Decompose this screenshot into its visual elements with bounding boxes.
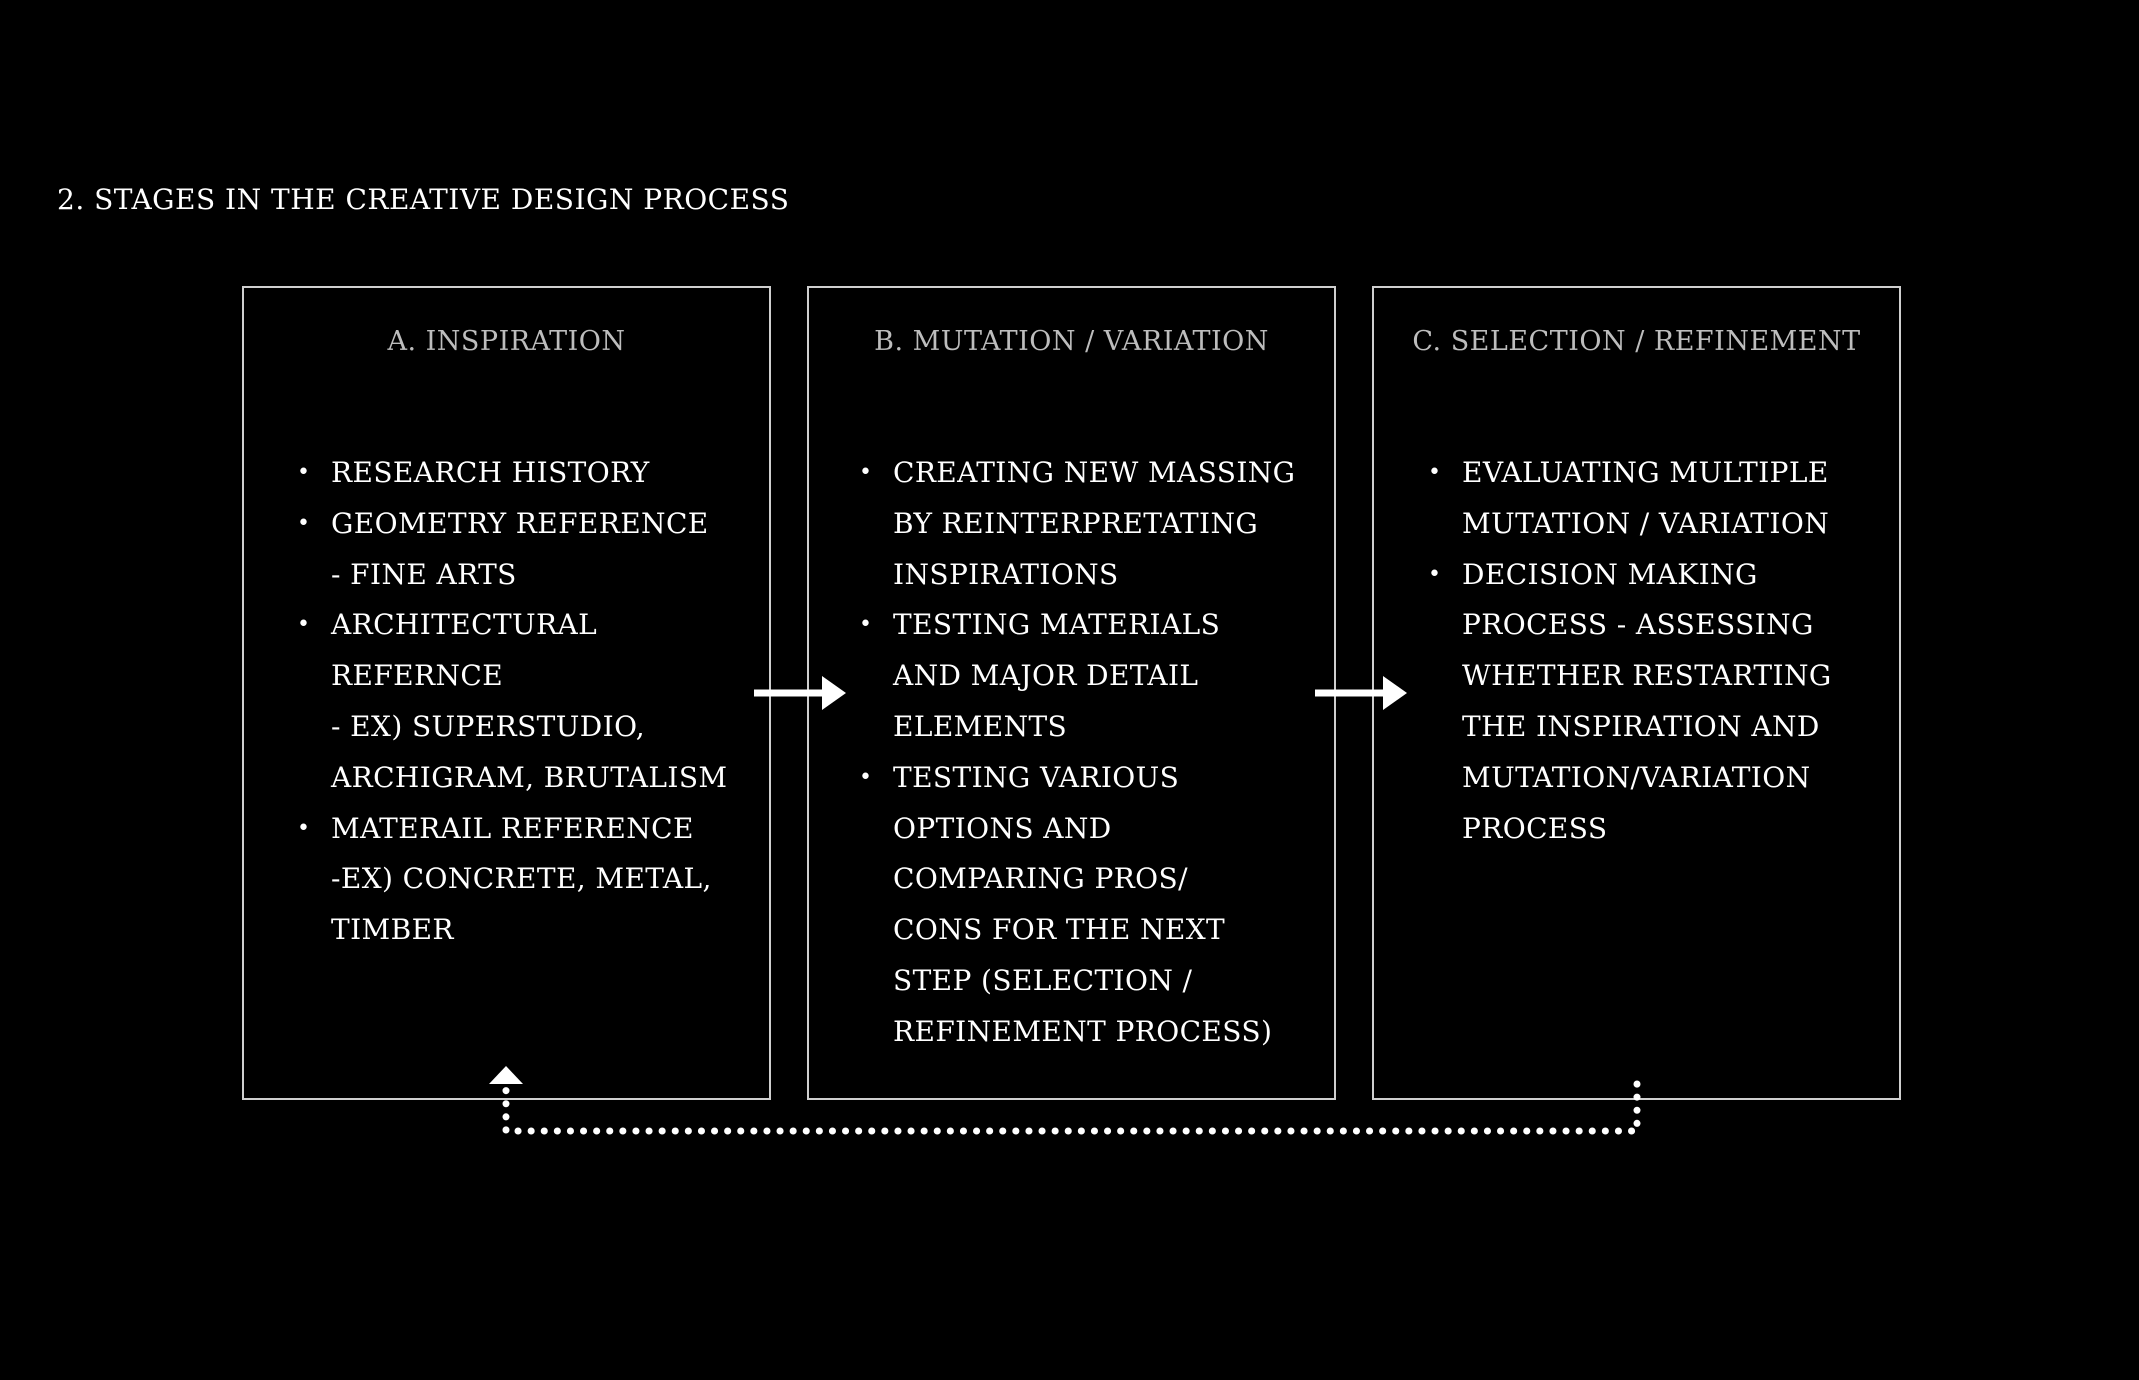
stage-box-selection-refinement: C. SELECTION / REFINEMENT EVALUATING MUL… — [1372, 286, 1901, 1100]
list-item: MATERAIL REFERENCE -EX) CONCRETE, METAL,… — [244, 804, 769, 956]
list-item: EVALUATING MULTIPLE MUTATION / VARIATION — [1374, 448, 1899, 550]
stage-heading: C. SELECTION / REFINEMENT — [1412, 326, 1861, 357]
stage-box-inspiration: A. INSPIRATION RESEARCH HISTORY GEOMETRY… — [242, 286, 771, 1100]
list-item: TESTING VARIOUS OPTIONS AND COMPARING PR… — [809, 753, 1334, 1058]
list-item: TESTING MATERIALS AND MAJOR DETAIL ELEME… — [809, 600, 1334, 752]
list-item: GEOMETRY REFERENCE - FINE ARTS — [244, 499, 769, 601]
stage-item-list: RESEARCH HISTORY GEOMETRY REFERENCE - FI… — [244, 448, 769, 956]
list-item: RESEARCH HISTORY — [244, 448, 769, 499]
list-item: ARCHITECTURAL REFERNCE - EX) SUPERSTUDIO… — [244, 600, 769, 803]
list-item: DECISION MAKING PROCESS - ASSESSING WHET… — [1374, 550, 1899, 855]
stage-heading: A. INSPIRATION — [387, 326, 626, 357]
stage-item-list: CREATING NEW MASSING BY REINTERPRETATING… — [809, 448, 1334, 1058]
page-title: 2. STAGES IN THE CREATIVE DESIGN PROCESS — [57, 183, 790, 216]
stage-item-list: EVALUATING MULTIPLE MUTATION / VARIATION… — [1374, 448, 1899, 854]
list-item: CREATING NEW MASSING BY REINTERPRETATING… — [809, 448, 1334, 600]
stage-heading: B. MUTATION / VARIATION — [874, 326, 1269, 357]
stage-box-mutation-variation: B. MUTATION / VARIATION CREATING NEW MAS… — [807, 286, 1336, 1100]
